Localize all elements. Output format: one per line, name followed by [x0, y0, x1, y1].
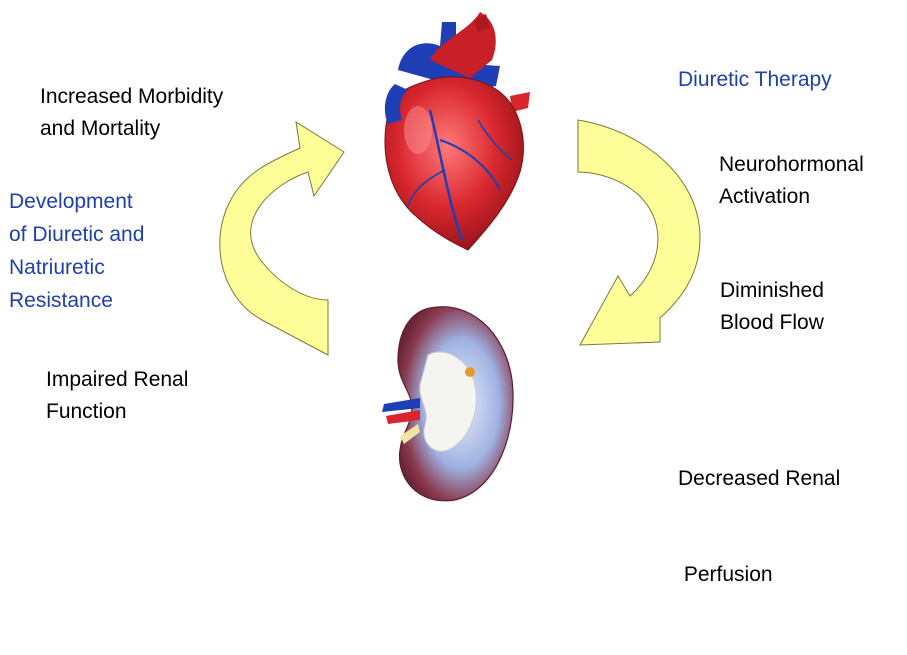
label-line: Function — [46, 396, 188, 428]
label-line: Natriuretic — [9, 251, 144, 284]
neurohormonal-label: Neurohormonal Activation — [719, 149, 864, 213]
left-cycle-arrow — [220, 122, 344, 355]
diagram-canvas: Increased Morbidity and Mortality Develo… — [0, 0, 907, 506]
impaired-renal-label: Impaired Renal Function — [46, 364, 188, 428]
label-line: Decreased Renal — [678, 463, 840, 495]
kidney-icon — [382, 307, 513, 501]
label-line: Neurohormonal — [719, 149, 864, 181]
label-line: Blood Flow — [720, 307, 824, 339]
label-line: Diminished — [720, 275, 824, 307]
heart-icon — [385, 12, 530, 250]
development-resistance-label: Development of Diuretic and Natriuretic … — [9, 185, 144, 317]
increased-morbidity-label: Increased Morbidity and Mortality — [40, 81, 223, 145]
label-line: Impaired Renal — [46, 364, 188, 396]
label-line: of Diuretic and — [9, 218, 144, 251]
label-line: Perfusion — [678, 559, 840, 591]
label-line: Diuretic Therapy — [678, 64, 832, 96]
diuretic-therapy-label: Diuretic Therapy — [678, 64, 832, 96]
label-line: Resistance — [9, 284, 144, 317]
right-cycle-arrow — [578, 120, 700, 345]
label-line: and Mortality — [40, 113, 223, 145]
decreased-renal-perfusion-label: Decreased Renal Perfusion — [678, 399, 840, 655]
label-line: Activation — [719, 181, 864, 213]
label-line: Development — [9, 185, 144, 218]
diminished-blood-flow-label: Diminished Blood Flow — [720, 275, 824, 339]
label-line: Increased Morbidity — [40, 81, 223, 113]
